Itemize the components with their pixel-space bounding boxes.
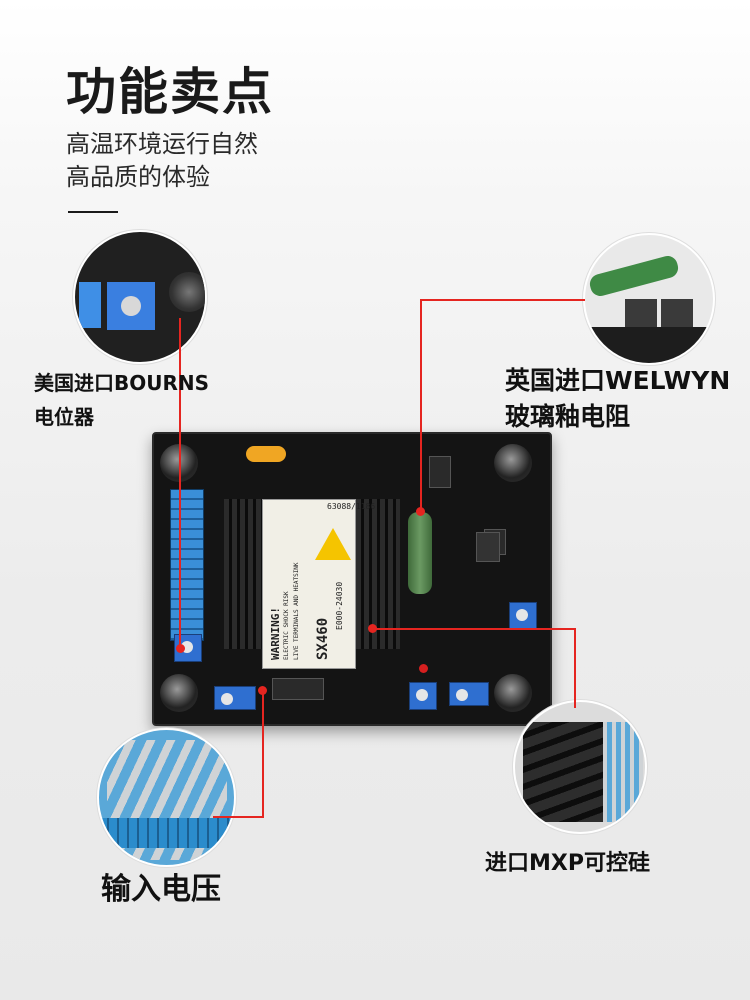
mounting-screw-bottom-right: [494, 674, 532, 712]
resistor-closeup: [587, 253, 681, 299]
leader-line-welwyn-v: [420, 299, 422, 511]
component-block: [625, 299, 657, 329]
mounting-screw-top-right: [494, 444, 532, 482]
callout-welwyn-line-1: 英国进口WELWYN: [505, 366, 731, 395]
heatsink-right: [356, 499, 400, 649]
callout-bourns-potentiometer: 美国进口BOURNS 电位器: [34, 366, 209, 434]
potentiometer-right: [509, 602, 537, 630]
callout-welwyn-resistor: 英国进口WELWYN 玻璃釉电阻: [505, 363, 730, 435]
chip-top: [429, 456, 451, 488]
scr-heatsink-closeup: [523, 722, 603, 822]
leader-line-welwyn-h: [420, 299, 585, 301]
leader-line-mxp-h: [372, 628, 576, 630]
mounting-screw-bottom-left: [160, 674, 198, 712]
leader-dot-welwyn: [416, 507, 425, 516]
callout-bourns-line-1: 美国进口BOURNS: [34, 371, 210, 395]
welwyn-glaze-resistor: [408, 512, 432, 594]
page-subtitle: 高温环境运行自然 高品质的体验: [66, 128, 258, 194]
callout-bourns-line-2: 电位器: [34, 405, 94, 429]
terminal-block-bottom-right: [449, 682, 489, 706]
heatsink-left: [224, 499, 268, 649]
side-terminals: [603, 722, 643, 822]
leader-line-bourns: [179, 318, 181, 650]
leader-line-input-h: [213, 816, 264, 818]
page-title: 功能卖点: [66, 63, 274, 121]
potentiometer-bottom-a: [409, 682, 437, 710]
leader-dot-bourns: [176, 644, 185, 653]
zoom-input-terminals: [97, 728, 236, 867]
callout-mxp-scr: 进口MXP可控硅: [485, 851, 650, 876]
leader-dot-input: [258, 686, 267, 695]
avr-circuit-board: 63088/1186 WARNING! ELECTRIC SHOCK RISK …: [152, 432, 552, 726]
module-part-code: E000-24030: [335, 581, 344, 630]
leader-dot-mxp: [368, 624, 377, 633]
zoom-welwyn-resistor: [583, 233, 715, 365]
title-underline: [68, 211, 118, 213]
chip-mid-right: [476, 532, 500, 562]
module-terminals-text: LIVE TERMINALS AND HEATSINK: [293, 562, 300, 660]
zoom-mxp-scr: [513, 700, 647, 834]
terminal-block: [79, 282, 101, 328]
callout-input-voltage: 输入电压: [101, 872, 221, 907]
callout-welwyn-line-2: 玻璃釉电阻: [505, 402, 631, 431]
module-warning-text: ELECTRIC SHOCK RISK: [283, 591, 290, 660]
leader-line-input-v: [262, 690, 264, 818]
terminal-strip-closeup: [99, 818, 234, 848]
module-serial: 63088/1186: [327, 502, 376, 511]
subtitle-line-1: 高温环境运行自然: [66, 130, 258, 158]
input-terminal-block: [214, 686, 256, 710]
component-block: [661, 299, 693, 329]
terminal-strip: [170, 489, 204, 641]
subtitle-line-2: 高品质的体验: [66, 163, 210, 191]
status-led: [419, 664, 428, 673]
capacitor: [246, 446, 286, 462]
leader-line-mxp-v: [574, 628, 576, 708]
scr-package: [272, 678, 324, 700]
warning-triangle-icon: [315, 528, 351, 560]
board-base: [585, 327, 713, 363]
module-warning: WARNING!: [269, 607, 282, 660]
screw-head: [169, 272, 205, 312]
potentiometer-closeup: [107, 282, 155, 330]
module-model: SX460: [315, 617, 331, 660]
zoom-bourns-potentiometer: [73, 230, 207, 364]
control-module: 63088/1186 WARNING! ELECTRIC SHOCK RISK …: [262, 499, 375, 669]
